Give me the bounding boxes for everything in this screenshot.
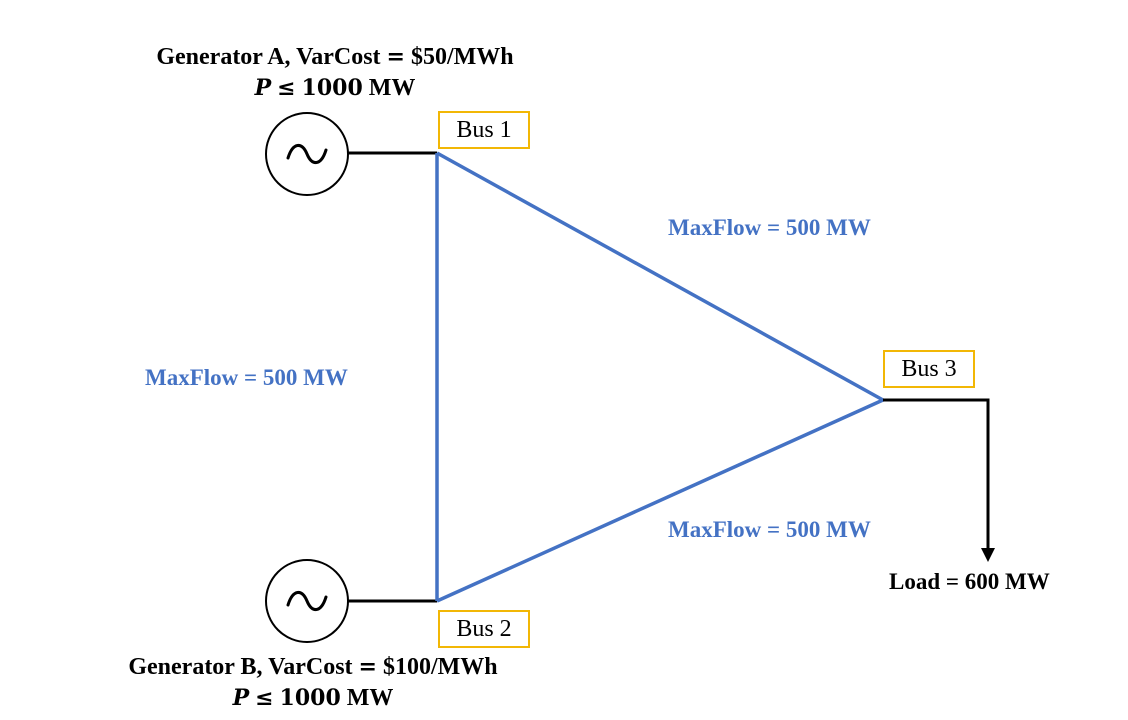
load-label: Load = 600 MW <box>889 569 1050 594</box>
bus-2-label: Bus 2 <box>438 610 530 648</box>
bus-1-label: Bus 1 <box>438 111 530 149</box>
load-wire <box>883 398 990 550</box>
generator-b-title: Generator B, VarCost = $100/MWh <box>128 654 498 680</box>
line-bus2-bus3 <box>436 398 884 603</box>
arrow-down-icon <box>981 548 995 562</box>
line-bus1-bus3-label: MaxFlow = 500 MW <box>668 215 871 240</box>
generator-b-label: Generator B, VarCost = $100/MWh P ≤ 1000… <box>68 652 558 714</box>
generator-a-label: Generator A, VarCost = $50/MWh P ≤ 1000 … <box>100 42 570 104</box>
line-bus1-bus3 <box>436 151 884 402</box>
line-bus2-bus3-label: MaxFlow = 500 MW <box>668 517 871 542</box>
generator-a-limit: P ≤ 1000 MW <box>254 75 416 101</box>
bus-3-label: Bus 3 <box>883 350 975 388</box>
generator-a-icon <box>265 112 349 196</box>
line-bus1-bus2-label: MaxFlow = 500 MW <box>145 365 348 390</box>
generator-b-icon <box>265 559 349 643</box>
generator-a-title: Generator A, VarCost = $50/MWh <box>156 44 514 70</box>
generator-b-limit: P ≤ 1000 MW <box>232 685 394 711</box>
